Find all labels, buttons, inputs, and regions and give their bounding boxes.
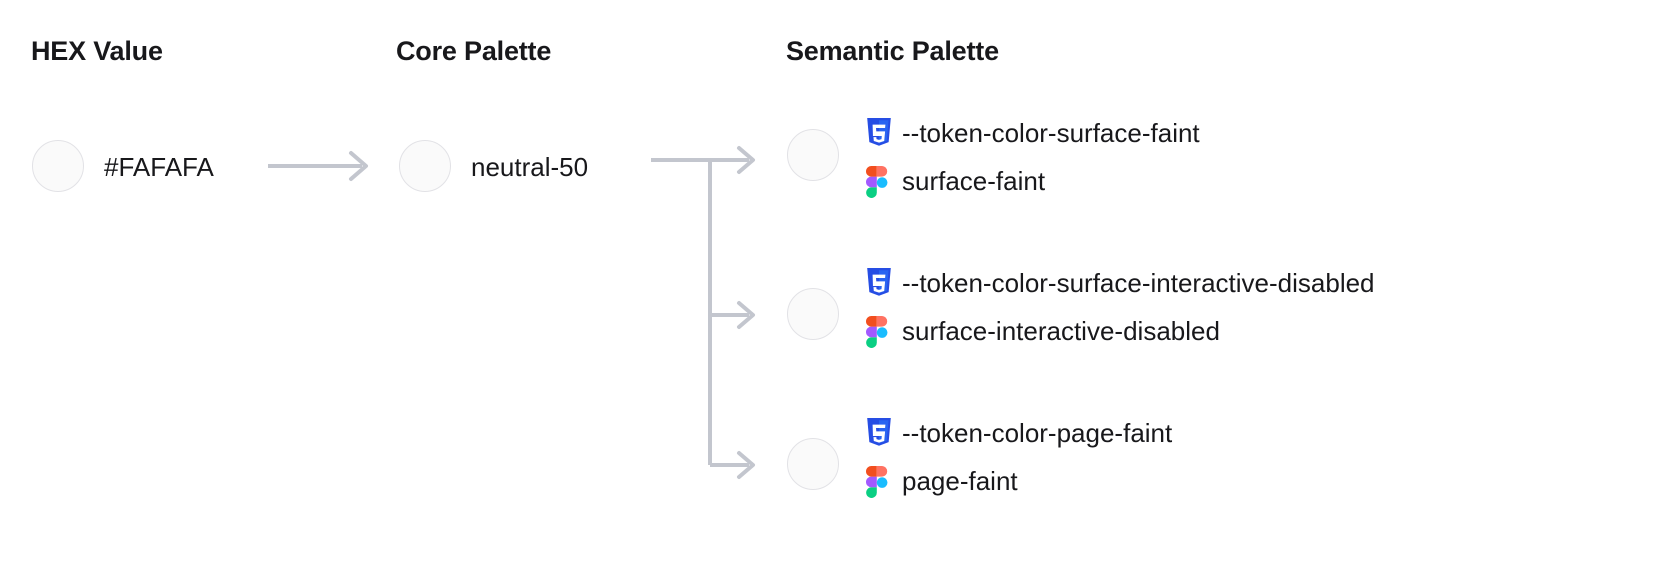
column-heading-semantic-palette: Semantic Palette bbox=[786, 36, 999, 66]
figma-token-line: page-faint bbox=[866, 464, 1172, 498]
figma-icon bbox=[866, 466, 892, 498]
figma-token-line: surface-interactive-disabled bbox=[866, 314, 1375, 348]
css3-icon bbox=[866, 118, 892, 148]
figma-token-name: surface-faint bbox=[902, 166, 1046, 196]
arrow-core-to-semantic-branch bbox=[651, 146, 755, 479]
color-swatch-core-palette bbox=[399, 140, 451, 192]
figma-icon bbox=[866, 316, 892, 348]
color-swatch-semantic-page-faint bbox=[787, 438, 839, 490]
figma-icon bbox=[866, 166, 892, 198]
css-token-name: --token-color-surface-interactive-disabl… bbox=[902, 268, 1375, 298]
hex-value-label: #FAFAFA bbox=[104, 152, 214, 182]
css3-icon bbox=[866, 268, 892, 298]
color-swatch-semantic-surface-interactive-disabled bbox=[787, 288, 839, 340]
css-token-line: --token-color-surface-interactive-disabl… bbox=[866, 266, 1375, 300]
css-token-name: --token-color-page-faint bbox=[902, 418, 1173, 448]
color-swatch-semantic-surface-faint bbox=[787, 129, 839, 181]
figma-token-name: surface-interactive-disabled bbox=[902, 316, 1220, 346]
css3-icon bbox=[866, 418, 892, 448]
figma-token-name: page-faint bbox=[902, 466, 1018, 496]
css-token-name: --token-color-surface-faint bbox=[902, 118, 1200, 148]
semantic-token-row: --token-color-page-faint page-faint bbox=[866, 416, 1172, 498]
arrow-hex-to-core bbox=[268, 151, 368, 181]
figma-token-line: surface-faint bbox=[866, 164, 1200, 198]
column-heading-hex-value: HEX Value bbox=[31, 36, 163, 66]
css-token-line: --token-color-page-faint bbox=[866, 416, 1172, 450]
semantic-token-row: --token-color-surface-faint surface-fain… bbox=[866, 116, 1200, 198]
core-palette-label: neutral-50 bbox=[471, 152, 589, 182]
color-swatch-hex-value bbox=[32, 140, 84, 192]
semantic-token-row: --token-color-surface-interactive-disabl… bbox=[866, 266, 1375, 348]
css-token-line: --token-color-surface-faint bbox=[866, 116, 1200, 150]
column-heading-core-palette: Core Palette bbox=[396, 36, 552, 66]
